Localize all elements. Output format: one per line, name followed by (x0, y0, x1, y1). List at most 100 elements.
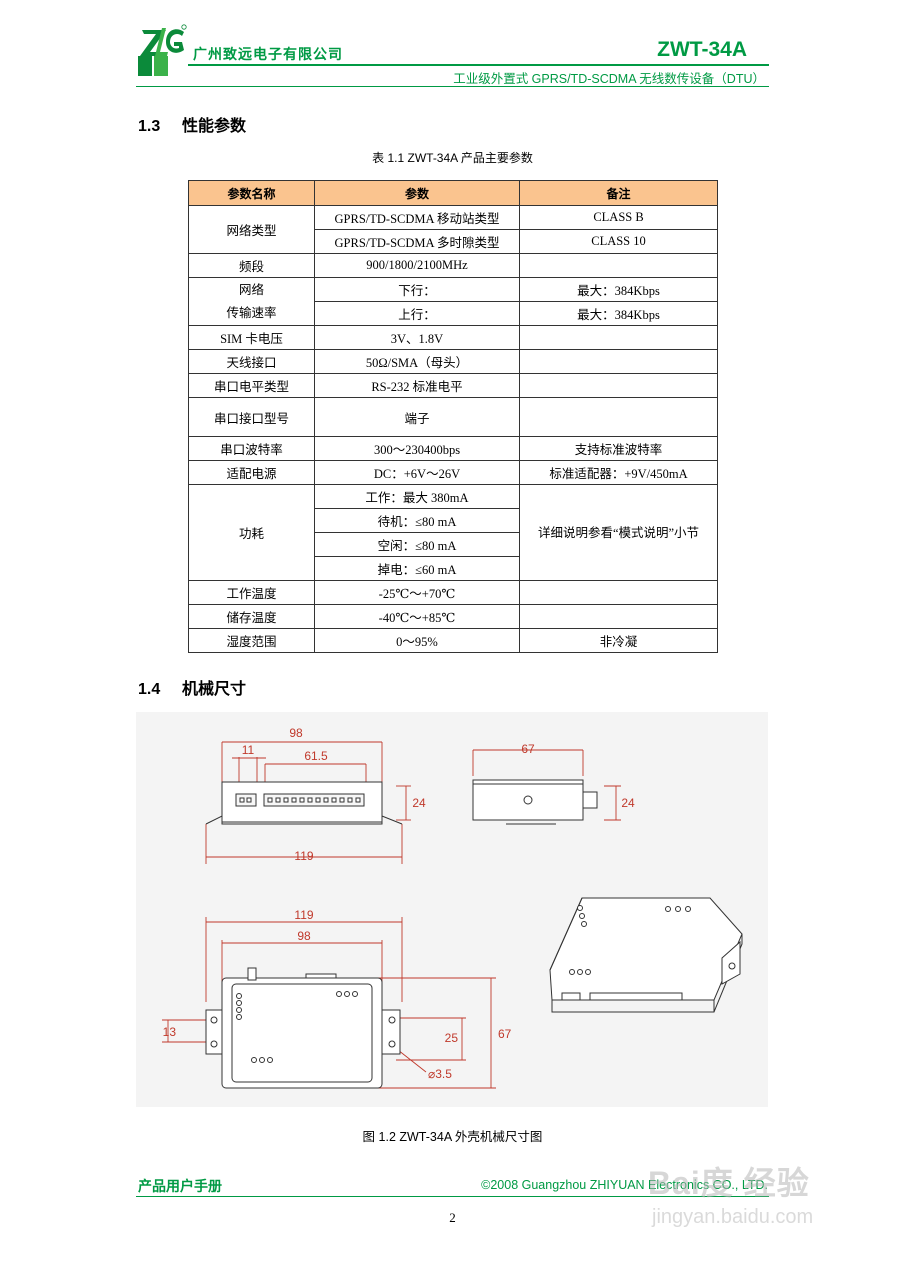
baidu-watermark: Bai度 经验 jingyan.baidu.com (640, 1150, 860, 1250)
dim-label: 119 (294, 908, 313, 922)
param-name: 网络 传输速率 (188, 277, 315, 326)
dim-label: 24 (412, 796, 426, 810)
table-row: 天线接口 50Ω/SMA（母头） (188, 349, 718, 374)
table-row: 串口接口型号 端子 (188, 397, 718, 437)
param-note: CLASS 10 (519, 229, 718, 254)
param-note (519, 253, 718, 278)
dim-label: 98 (289, 726, 303, 740)
table-row: 工作温度 -25℃～+70℃ (188, 580, 718, 605)
dim-label: 24 (621, 796, 635, 810)
param-value: 上行： (314, 301, 520, 326)
param-name: SIM 卡电压 (188, 325, 315, 350)
column-header: 参数名称 (188, 180, 315, 206)
param-note: 标准适配器：+9V/450mA (519, 460, 718, 485)
param-name-line: 传输速率 (226, 305, 277, 320)
param-value: 300～230400bps (314, 436, 520, 461)
footer-copyright: ©2008 Guangzhou ZHIYUAN Electronics CO.,… (481, 1178, 768, 1192)
dim-label: 25 (445, 1031, 459, 1045)
param-name: 功耗 (188, 484, 315, 581)
section-number: 1.4 (138, 681, 161, 698)
header-rule-secondary (136, 86, 769, 87)
table-row: 串口波特率 300～230400bps 支持标准波特率 (188, 436, 718, 461)
column-header: 参数 (314, 180, 520, 206)
dim-label: 67 (521, 742, 535, 756)
watermark-logo: Bai度 经验 (648, 1165, 810, 1201)
figure-caption: 图 1.2 ZWT-34A 外壳机械尺寸图 (362, 1130, 543, 1144)
param-name: 工作温度 (188, 580, 315, 605)
param-name: 串口波特率 (188, 436, 315, 461)
table-row: 网络类型 GPRS/TD-SCDMA 移动站类型 CLASS B (188, 205, 718, 254)
param-value: 0～95% (314, 628, 520, 653)
param-name: 湿度范围 (188, 628, 315, 653)
dim-label: 119 (294, 849, 313, 863)
table-row: 功耗 工作：最大 380mA 详细说明参看“模式说明”小节 (188, 484, 718, 581)
param-name: 适配电源 (188, 460, 315, 485)
dim-label: 11 (242, 743, 255, 757)
dim-label: 67 (498, 1027, 512, 1041)
param-name-line: 网络 (238, 282, 264, 297)
table-row: 适配电源 DC：+6V～26V 标准适配器：+9V/450mA (188, 460, 718, 485)
param-name: 串口接口型号 (188, 397, 315, 437)
param-value: 下行： (314, 277, 520, 302)
dim-label: ⌀3.5 (428, 1067, 452, 1081)
table-row: 网络 传输速率 下行： 最大：384Kbps (188, 277, 718, 326)
table-row: 储存温度 -40℃～+85℃ (188, 604, 718, 629)
front-view (205, 781, 403, 825)
param-value: 空闲：≤80 mA (314, 532, 520, 557)
param-note (519, 349, 718, 374)
table-caption: 表 1.1 ZWT-34A 产品主要参数 (372, 151, 533, 165)
company-name: 广州致远电子有限公司 (193, 46, 343, 62)
table-row: SIM 卡电压 3V、1.8V (188, 325, 718, 350)
table-row: GPRS/TD-SCDMA 多时隙类型 CLASS 10 (189, 229, 718, 254)
param-value: 端子 (314, 397, 520, 437)
section-title: 机械尺寸 (182, 681, 247, 698)
param-value: DC：+6V～26V (314, 460, 520, 485)
zlg-logo-icon (138, 24, 187, 76)
watermark-url: jingyan.baidu.com (652, 1206, 814, 1228)
param-note (519, 397, 718, 437)
table-row: 湿度范围 0～95% 非冷凝 (188, 628, 718, 653)
param-name: 频段 (188, 253, 315, 278)
table-row: 串口电平类型 RS-232 标准电平 (188, 373, 718, 398)
param-note (519, 580, 718, 605)
footer-manual-title: 产品用户手册 (138, 1178, 222, 1194)
page-number: 2 (449, 1210, 456, 1225)
param-note (519, 325, 718, 350)
param-note: 支持标准波特率 (519, 436, 718, 461)
param-name: 串口电平类型 (188, 373, 315, 398)
param-note: 详细说明参看“模式说明”小节 (519, 484, 718, 581)
top-view (205, 967, 401, 1089)
table-row: 掉电：≤60 mA (189, 556, 718, 581)
param-note: 最大：384Kbps (519, 277, 718, 302)
param-value: -25℃～+70℃ (314, 580, 520, 605)
param-note (519, 604, 718, 629)
table-row: 上行： 最大：384Kbps (189, 301, 718, 326)
section-heading-1-4: 1.4 机械尺寸 (138, 675, 246, 699)
column-header: 备注 (519, 180, 718, 206)
section-title: 性能参数 (182, 118, 247, 135)
header-subtitle: 工业级外置式 GPRS/TD-SCDMA 无线数传设备（DTU） (453, 72, 765, 86)
param-value: RS-232 标准电平 (314, 373, 520, 398)
table-row: 频段 900/1800/2100MHz (188, 253, 718, 278)
param-value: 900/1800/2100MHz (314, 253, 520, 278)
param-note: 最大：384Kbps (519, 301, 718, 326)
param-value: GPRS/TD-SCDMA 多时隙类型 (314, 229, 520, 254)
param-note: CLASS B (519, 205, 718, 230)
param-value: -40℃～+85℃ (314, 604, 520, 629)
param-name: 天线接口 (188, 349, 315, 374)
param-value: 50Ω/SMA（母头） (314, 349, 520, 374)
dim-label: 61.5 (304, 749, 328, 763)
param-value: 掉电：≤60 mA (314, 556, 520, 581)
param-value: 待机：≤80 mA (314, 508, 520, 533)
param-value: GPRS/TD-SCDMA 移动站类型 (314, 205, 520, 230)
side-view (472, 779, 598, 825)
product-code: ZWT-34A (657, 38, 747, 61)
param-value: 工作：最大 380mA (314, 484, 520, 509)
param-value: 3V、1.8V (314, 325, 520, 350)
dim-label: 98 (297, 929, 311, 943)
param-note (519, 373, 718, 398)
spec-table: 参数名称 参数 备注 网络类型 GPRS/TD-SCDMA 移动站类型 CLAS… (188, 180, 718, 653)
header-rule (188, 64, 769, 66)
param-name: 网络类型 (188, 205, 315, 254)
